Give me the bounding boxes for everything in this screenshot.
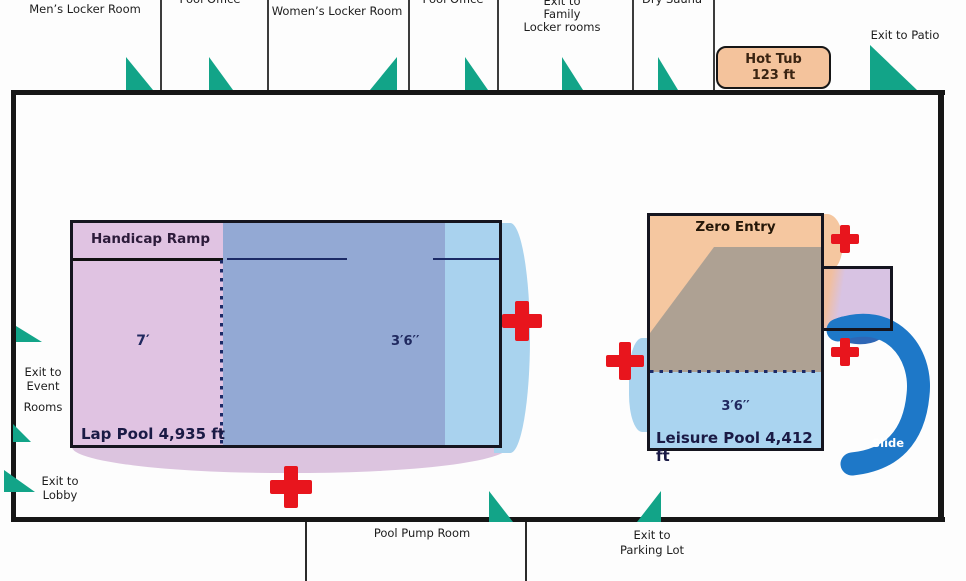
door-icon-patio-exit — [870, 45, 917, 90]
room-divider — [713, 0, 715, 91]
pump-room-wall — [305, 522, 307, 581]
lap-pool-name-label: Lap Pool 4,935 ft — [81, 425, 225, 443]
room-label-womens-locker: Women’s Locker Room — [271, 4, 403, 18]
wall-right — [938, 90, 944, 522]
door-icon-dry-sauna — [658, 57, 678, 90]
first-aid-icon — [606, 342, 644, 380]
pump-room-label: Pool Pump Room — [373, 526, 471, 540]
room-divider — [497, 0, 499, 91]
exit-label-line: Exit to — [41, 474, 79, 488]
exit-label-line: Parking Lot — [619, 543, 685, 557]
room-label-mens-locker: Men’s Locker Room — [29, 2, 141, 16]
door-icon-family-locker — [562, 57, 583, 90]
first-aid-icon-bar — [270, 479, 312, 495]
exit-patio-label: Exit to Patio — [870, 28, 940, 42]
room-divider — [408, 0, 410, 91]
room-label-family-locker-exit: Exit to Family Locker rooms — [507, 0, 617, 34]
first-aid-icon-bar — [502, 314, 542, 328]
hot-tub: Hot Tub 123 ft — [716, 46, 831, 89]
room-label-line: Exit to — [543, 0, 581, 8]
leisure-pool-depth: 3′6′′ — [721, 399, 750, 414]
slide-flume — [826, 313, 930, 476]
first-aid-icon — [270, 466, 312, 508]
lane-rope-line — [227, 258, 347, 260]
door-icon-womens-locker — [370, 57, 397, 90]
exit-label-line: Rooms — [23, 400, 63, 414]
room-divider — [267, 0, 269, 91]
depth-boundary-dotted-line — [220, 260, 223, 445]
first-aid-icon-bar — [831, 347, 859, 357]
exit-label-line: Exit to — [633, 528, 671, 542]
lap-pool-mid-depth-zone — [223, 223, 445, 445]
first-aid-icon — [831, 225, 859, 253]
first-aid-icon — [831, 338, 859, 366]
lap-pool: Handicap Ramp 7′ 3′6′′ Lap Pool 4,935 ft — [70, 220, 502, 448]
room-label-pool-office-2: Pool Office — [422, 0, 483, 6]
lap-pool-end-zone — [445, 223, 499, 445]
exit-label-line: Exit to — [24, 365, 62, 379]
wall-top — [11, 90, 945, 95]
room-divider — [632, 0, 634, 91]
door-icon-mens-locker — [126, 57, 153, 90]
wall-bottom — [11, 517, 945, 522]
lap-pool-depth-right: 3′6′′ — [391, 334, 420, 349]
depth-boundary-dotted-line — [650, 370, 821, 373]
room-label-line: Family — [543, 7, 581, 21]
first-aid-icon — [502, 301, 542, 341]
exit-event-rooms-label: Exit to Event Rooms — [8, 365, 78, 414]
leisure-pool-extension-border — [820, 266, 893, 331]
leisure-pool-deep-zone — [650, 372, 821, 448]
handicap-ramp-label: Handicap Ramp — [91, 231, 211, 247]
room-label-pool-office-1: Pool Office — [179, 0, 240, 6]
zero-entry-label: Zero Entry — [695, 219, 776, 235]
first-aid-icon-bar — [831, 234, 859, 244]
leisure-pool: Zero Entry 3′6′′ Leisure Pool 4,412 ft — [647, 213, 824, 465]
room-divider — [160, 0, 162, 91]
lap-pool-depth-left: 7′ — [136, 333, 150, 349]
exit-parking-label: Exit to Parking Lot — [607, 528, 697, 558]
wall-left — [11, 90, 16, 522]
ramp-edge-line — [73, 258, 223, 261]
leisure-pool-name-label: Leisure Pool 4,412 ft — [656, 429, 813, 465]
first-aid-icon-bar — [606, 354, 644, 368]
room-label-line: Locker rooms — [523, 20, 601, 34]
door-icon-pool-office-1 — [209, 57, 233, 90]
door-icon-pool-office-2 — [465, 57, 488, 90]
slide-label: Slide — [872, 436, 904, 450]
hot-tub-label: Hot Tub — [745, 51, 802, 67]
door-icon-event-rooms-2 — [13, 424, 31, 442]
door-icon-event-rooms-1 — [16, 326, 42, 342]
exit-lobby-label: Exit to Lobby — [30, 474, 90, 502]
leisure-pool-slope-zone — [650, 247, 821, 373]
pump-room-wall — [525, 522, 527, 581]
exit-label-line: Lobby — [42, 488, 78, 502]
lane-rope-line — [433, 258, 499, 260]
room-label-dry-sauna: Dry Sauna — [642, 0, 702, 6]
hot-tub-size: 123 ft — [751, 67, 796, 83]
exit-label-line: Event — [26, 379, 60, 393]
